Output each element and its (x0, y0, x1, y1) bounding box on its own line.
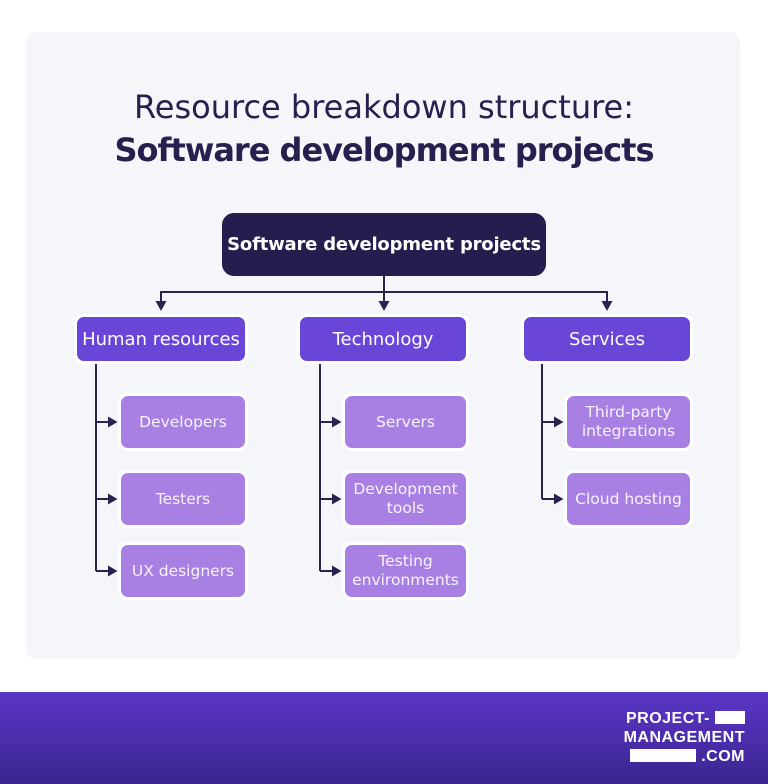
node-human-resources: Human resources (74, 314, 248, 364)
node-testers: Testers (118, 470, 248, 528)
logo-line-3: .COM (624, 747, 745, 766)
node-testing-environments: Testing environments (342, 542, 469, 600)
node-cloud-hosting: Cloud hosting (564, 470, 693, 528)
logo-text-management: MANAGEMENT (623, 729, 745, 746)
logo-line-1: PROJECT- (624, 709, 745, 728)
footer-band: PROJECT- MANAGEMENT .COM (0, 692, 768, 784)
node-developers: Developers (118, 393, 248, 451)
logo-line-2: MANAGEMENT (624, 728, 745, 747)
node-third-party-integrations: Third-party integrations (564, 393, 693, 451)
logo-text-com: .COM (701, 748, 745, 765)
node-services: Services (521, 314, 693, 364)
logo-text-project: PROJECT- (625, 710, 710, 727)
node-technology: Technology (297, 314, 469, 364)
node-servers: Servers (342, 393, 469, 451)
page-title-line2: Software development projects (114, 131, 655, 169)
page-title-line1: Resource breakdown structure: (133, 88, 635, 126)
logo-block-icon (715, 711, 745, 724)
logo-block-icon (630, 749, 697, 762)
page-title: Resource breakdown structure: Software d… (0, 86, 768, 172)
node-root: Software development projects (222, 213, 546, 276)
node-ux-designers: UX designers (118, 542, 248, 600)
node-development-tools: Development tools (342, 470, 469, 528)
project-management-logo: PROJECT- MANAGEMENT .COM (624, 709, 745, 766)
